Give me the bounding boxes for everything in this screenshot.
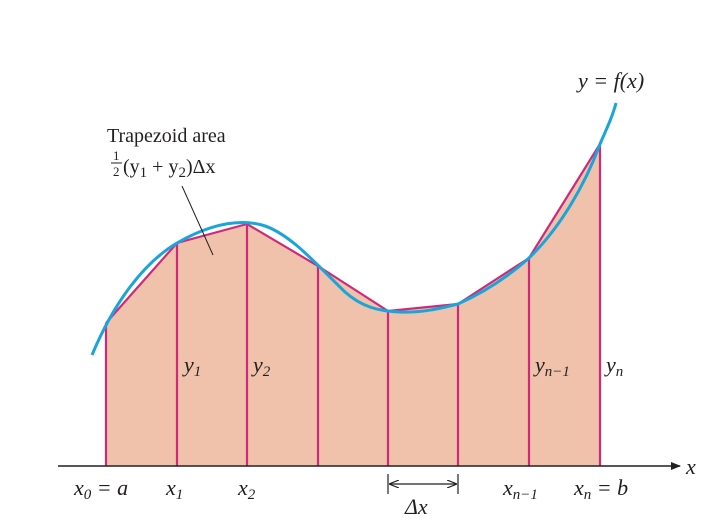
x-label-2: x2	[237, 475, 256, 503]
y-label-n-base: y	[604, 352, 616, 377]
y-label-1-sub: 1	[194, 364, 202, 380]
delta-x-dimension	[387, 474, 459, 494]
x-label-0: x0 = a	[73, 475, 128, 503]
annotation-pointer	[181, 185, 214, 256]
y-label-n-1-sub: n−1	[545, 364, 570, 380]
y-label-2-base: y	[251, 352, 263, 377]
formula-sub-1: 1	[140, 165, 148, 181]
y-label-n-sub: n	[616, 364, 624, 380]
x-label-1-base: x	[165, 475, 176, 500]
y-labels: y1 y2 yn−1 yn	[182, 352, 623, 380]
formula-prefix: (y	[123, 156, 140, 178]
delta-x-label: Δx	[404, 494, 428, 519]
trapezoid-tops	[105, 143, 601, 324]
annotation-title: Trapezoid area	[107, 125, 226, 147]
x-label-1: x1	[165, 475, 183, 503]
x-label-1-sub: 1	[176, 487, 184, 503]
x-labels: x0 = a x1 x2 xn−1 xn = b	[73, 475, 628, 503]
annotation-formula: 1 2 (y1 + y2)Δx	[111, 148, 215, 181]
x-label-n-rest: = b	[591, 475, 628, 500]
y-label-n-1: yn−1	[533, 352, 570, 380]
trapezoid-region	[106, 144, 600, 466]
x-label-0-base: x	[73, 475, 84, 500]
x-label-0-sub: 0	[84, 487, 92, 503]
x-label-2-base: x	[237, 475, 248, 500]
formula-body: (y1 + y2)Δx	[123, 156, 215, 181]
formula-fraction-denominator: 2	[113, 164, 120, 179]
formula-sub-2: 2	[178, 165, 186, 181]
y-label-n-1-base: y	[533, 352, 545, 377]
x-axis-symbol: x	[685, 454, 696, 479]
x-label-n-1-sub: n−1	[513, 487, 538, 503]
y-label-n: yn	[604, 352, 623, 380]
formula-mid: + y	[147, 156, 178, 178]
x-label-n: xn = b	[573, 475, 628, 503]
x-label-n-1: xn−1	[502, 475, 538, 503]
y-label-2-sub: 2	[263, 364, 271, 380]
x-label-n-sub: n	[584, 487, 592, 503]
function-label: y = f(x)	[576, 68, 644, 93]
formula-fraction-numerator: 1	[113, 148, 120, 163]
x-label-0-rest: = a	[91, 475, 128, 500]
trapezoid-verticals	[104, 144, 602, 466]
y-label-1-base: y	[182, 352, 194, 377]
formula-suffix: )Δx	[186, 156, 216, 178]
x-label-n-1-base: x	[502, 475, 513, 500]
x-label-n-base: x	[573, 475, 584, 500]
x-label-2-sub: 2	[248, 487, 256, 503]
y-label-1: y1	[182, 352, 201, 380]
y-label-2: y2	[251, 352, 271, 380]
function-curve	[90, 102, 618, 356]
